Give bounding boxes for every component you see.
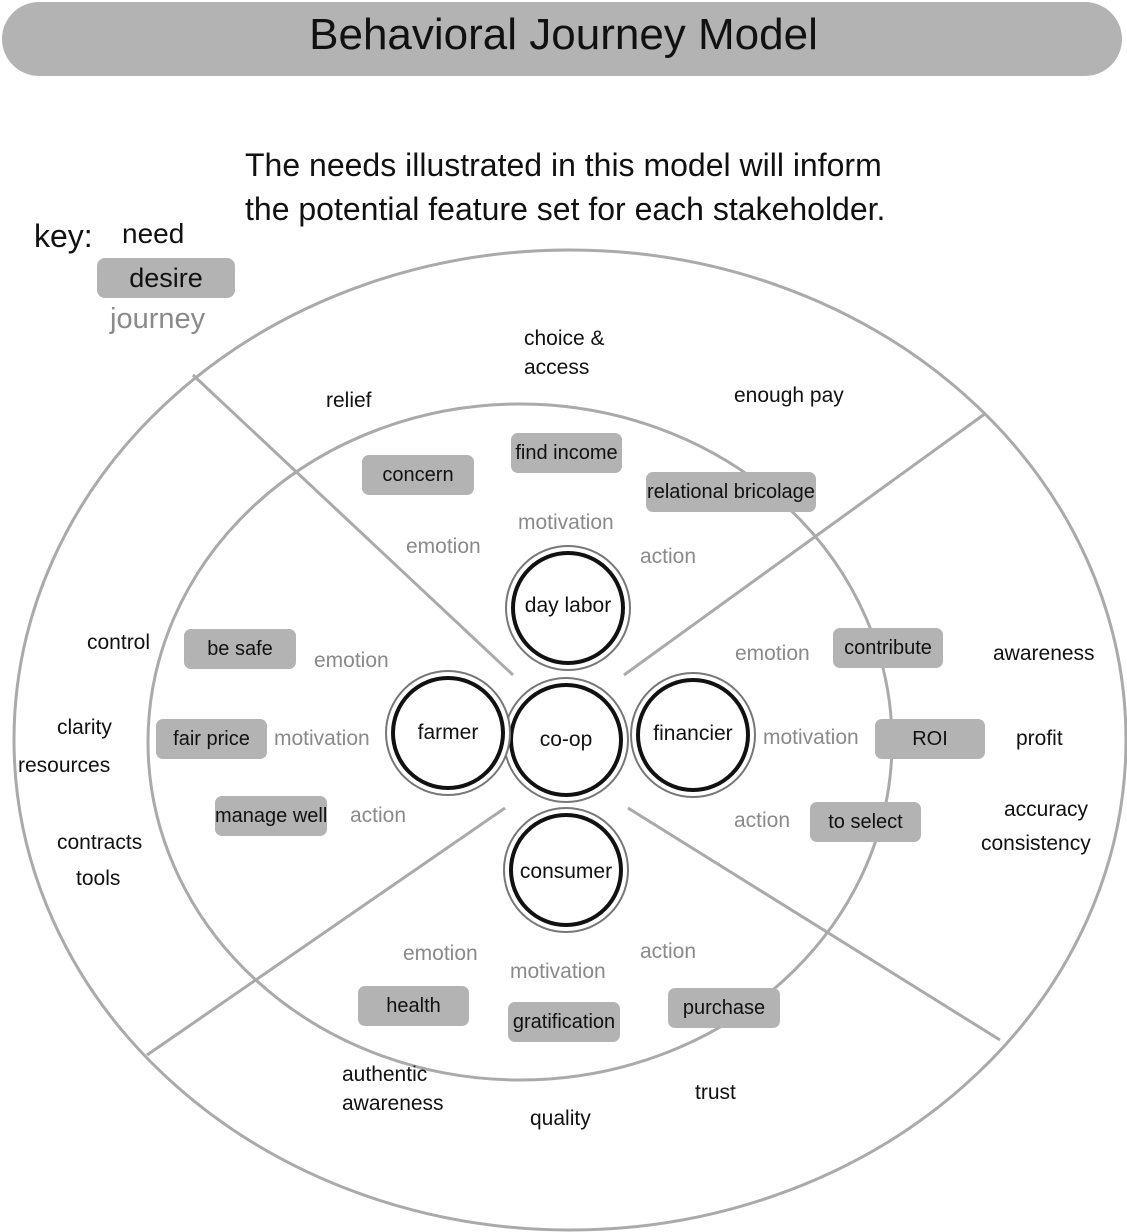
divider-top-right (623, 411, 987, 677)
journey-bottom-emotion: emotion (403, 942, 478, 965)
subtitle-line-1: The needs illustrated in this model will… (245, 147, 882, 183)
journey-top-motivation: motivation (518, 511, 614, 534)
node-day-labor: day labor (524, 594, 612, 617)
need-profit: profit (1016, 727, 1063, 750)
desire-fair-price: fair price (156, 719, 267, 759)
journey-right-emotion: emotion (735, 642, 810, 665)
desire-concern: concern (362, 455, 474, 495)
node-coop: co-op (539, 728, 593, 751)
need-resources: resources (18, 754, 111, 777)
node-ring-bottom (503, 807, 629, 933)
journey-right-action: action (734, 809, 791, 832)
key-label: key: (34, 218, 93, 254)
need-relief: relief (326, 389, 372, 412)
journey-top-action: action (640, 545, 697, 568)
desire-contribute: contribute (833, 628, 943, 668)
node-consumer: consumer (519, 860, 613, 883)
need-choice-access-1: choice & (524, 327, 605, 350)
need-awareness: awareness (993, 642, 1095, 665)
desire-relational-bricolage: relational bricolage (646, 472, 816, 512)
subtitle: The needs illustrated in this model will… (245, 143, 885, 231)
need-control: control (87, 631, 151, 654)
desire-gratification: gratification (508, 1002, 620, 1042)
key-desire: desire (97, 258, 235, 298)
need-trust: trust (695, 1081, 736, 1104)
need-accuracy: accuracy (1004, 798, 1089, 821)
node-ring-left (385, 670, 511, 796)
need-authentic: authentic (342, 1063, 428, 1086)
divider-top-left (191, 373, 515, 677)
journey-bottom-action: action (640, 940, 697, 963)
title-banner (2, 2, 1122, 76)
node-ring-right (630, 672, 756, 798)
divider-bottom-right (627, 806, 1001, 1042)
desire-purchase: purchase (668, 988, 780, 1028)
desire-health: health (358, 986, 469, 1026)
need-quality: quality (530, 1107, 591, 1130)
node-farmer: farmer (417, 721, 479, 744)
desire-find-income: find income (511, 433, 622, 473)
journey-left-action: action (350, 804, 407, 827)
journey-left-emotion: emotion (314, 649, 389, 672)
desire-manage-well: manage well (215, 796, 327, 836)
divider-bottom-left (146, 806, 506, 1057)
desire-roi: ROI (875, 719, 985, 759)
need-consistency: consistency (981, 832, 1091, 855)
desire-to-select: to select (810, 802, 921, 842)
journey-left-motivation: motivation (274, 727, 370, 750)
need-enough-pay: enough pay (734, 384, 844, 407)
key-journey: journey (110, 303, 206, 335)
desire-be-safe: be safe (184, 629, 296, 669)
node-ring-top (505, 545, 631, 671)
journey-right-motivation: motivation (763, 726, 859, 749)
key-need: need (122, 218, 185, 249)
need-tools: tools (76, 867, 121, 890)
need-awareness-bottom: awareness (342, 1092, 444, 1115)
need-clarity: clarity (57, 716, 112, 739)
outer-ellipse (12, 248, 1127, 1232)
journey-bottom-motivation: motivation (510, 960, 606, 983)
journey-top-emotion: emotion (406, 535, 481, 558)
node-financier: financier (653, 722, 733, 745)
need-choice-access-2: access (524, 356, 590, 379)
subtitle-line-2: the potential feature set for each stake… (245, 191, 886, 227)
diagram-title: Behavioral Journey Model (309, 10, 818, 59)
node-ring-center (503, 677, 629, 803)
need-contracts: contracts (57, 831, 143, 854)
